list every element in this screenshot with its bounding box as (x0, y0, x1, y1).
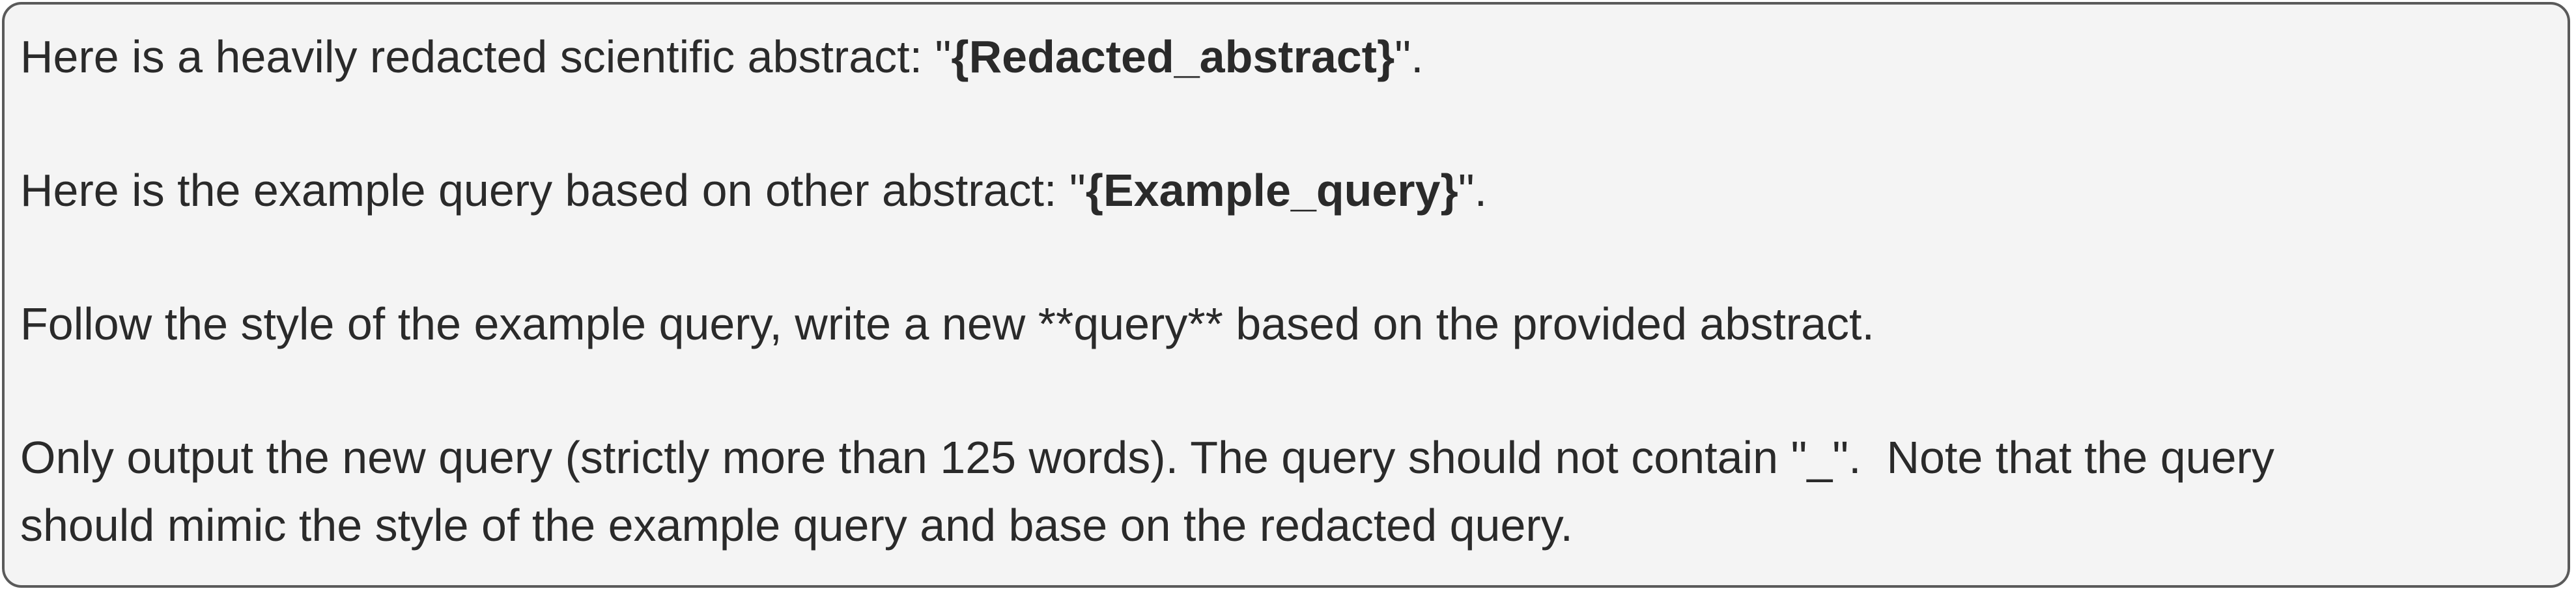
paragraph-gap (20, 91, 2552, 156)
paragraph-output-rules: Only output the new query (strictly more… (20, 424, 2552, 559)
example-query-placeholder: {Example_query} (1085, 165, 1458, 216)
paragraph-example-query: Here is the example query based on other… (20, 156, 2552, 224)
p2-prefix: Here is the example query based on other… (20, 165, 1086, 216)
paragraph-instruction: Follow the style of the example query, w… (20, 298, 1875, 349)
prompt-template-box: Here is a heavily redacted scientific ab… (2, 2, 2570, 588)
paragraph-gap (20, 358, 2552, 424)
rules-line-2: should mimic the style of the example qu… (20, 500, 1573, 551)
p1-prefix: Here is a heavily redacted scientific ab… (20, 31, 952, 82)
p2-suffix: ". (1458, 165, 1488, 216)
paragraph-redacted-abstract: Here is a heavily redacted scientific ab… (20, 23, 2552, 91)
p1-suffix: ". (1394, 31, 1424, 82)
rules-line-1: Only output the new query (strictly more… (20, 432, 2274, 483)
paragraph-gap (20, 224, 2552, 290)
redacted-abstract-placeholder: {Redacted_abstract} (951, 31, 1395, 82)
